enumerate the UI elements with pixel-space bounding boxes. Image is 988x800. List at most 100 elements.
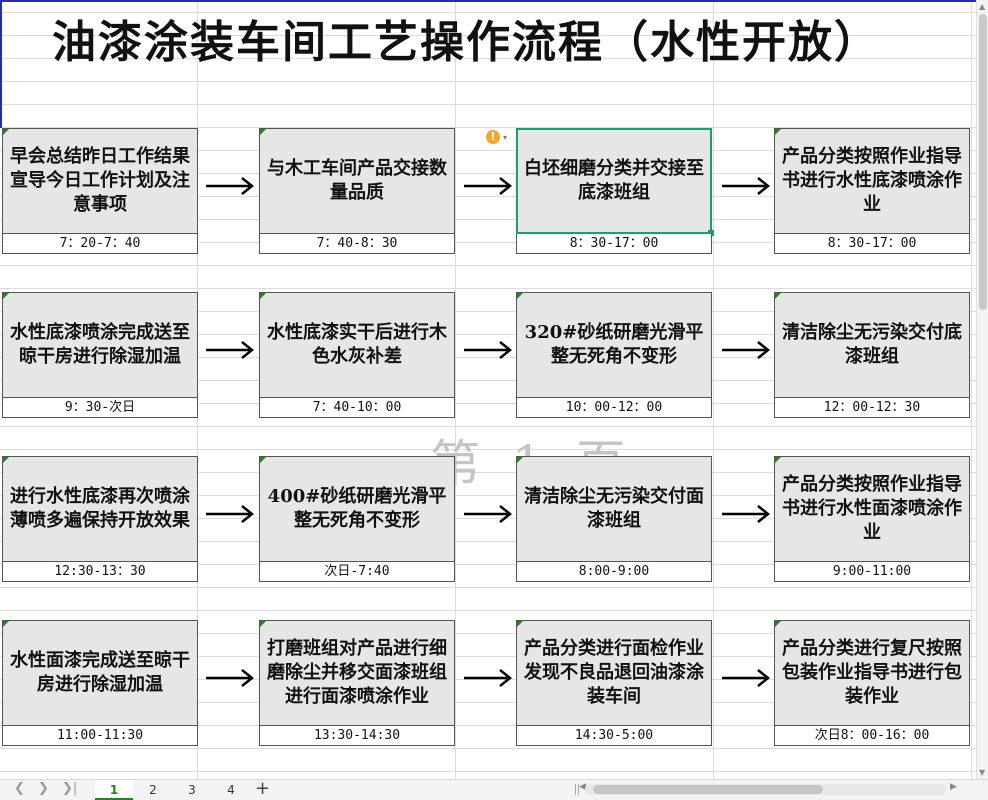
step-time-cell[interactable]: 12：00-12：30 [774, 398, 970, 418]
scroll-down-icon[interactable]: ▼ [979, 768, 986, 777]
right-arrow-icon [206, 341, 255, 359]
right-arrow-icon [464, 669, 513, 687]
step-time-cell[interactable]: 8：30-17：00 [516, 234, 712, 254]
right-arrow-icon [722, 177, 771, 195]
tab-splitter-handle[interactable] [575, 784, 579, 795]
comment-indicator-icon [775, 129, 781, 135]
vertical-scroll-thumb[interactable] [979, 14, 987, 310]
step-text: 产品分类进行复尺按照包装作业指导书进行包装作业 [782, 638, 962, 707]
step-text: 产品分类按照作业指导书进行水性面漆喷涂作业 [782, 474, 962, 543]
step-time-cell[interactable]: 7：20-7：40 [2, 234, 198, 254]
process-step-cell[interactable]: 清洁除尘无污染交付面漆班组 [516, 456, 712, 562]
comment-indicator-icon [517, 621, 523, 627]
sheet-tab-bar: ❮ ❯ ❯| 1 2 3 4 + ◀ ▶ [0, 778, 988, 800]
step-text: 水性面漆完成送至晾干房进行除湿加温 [10, 650, 190, 695]
step-text: 水性底漆喷涂完成送至晾干房进行除湿加温 [10, 322, 190, 367]
print-area-left-border [0, 0, 2, 128]
vertical-scrollbar[interactable]: ▲ ▼ [976, 0, 988, 779]
process-step-cell[interactable]: 与木工车间产品交接数量品质 [259, 128, 455, 234]
right-arrow-icon [722, 669, 771, 687]
step-time-cell[interactable]: 次日-7:40 [259, 562, 455, 582]
step-text: 与木工车间产品交接数量品质 [267, 158, 447, 203]
step-time-cell[interactable]: 次日8：00-16：00 [774, 726, 970, 746]
last-sheet-icon[interactable]: ❯| [62, 781, 78, 796]
process-step-cell[interactable]: 清洁除尘无污染交付底漆班组 [774, 292, 970, 398]
step-text: 清洁除尘无污染交付面漆班组 [524, 486, 704, 531]
spreadsheet-grid[interactable]: 油漆涂装车间工艺操作流程（水性开放） 第 1 页 ! ▾ 早会总结昨日工作结果宣… [0, 0, 976, 779]
right-arrow-icon [206, 505, 255, 523]
step-time-cell[interactable]: 9:00-11:00 [774, 562, 970, 582]
comment-indicator-icon [3, 129, 9, 135]
scroll-up-icon[interactable]: ▲ [979, 2, 986, 11]
step-time-cell[interactable]: 11:00-11:30 [2, 726, 198, 746]
process-step-cell[interactable]: 早会总结昨日工作结果宣导今日工作计划及注意事项 [2, 128, 198, 234]
step-text: 产品分类进行面检作业发现不良品退回油漆涂装车间 [524, 638, 704, 707]
comment-indicator-icon [260, 129, 266, 135]
step-text: 白坯细磨分类并交接至底漆班组 [524, 158, 704, 203]
step-time-cell[interactable]: 8:00-9:00 [516, 562, 712, 582]
step-text: 产品分类按照作业指导书进行水性底漆喷涂作业 [782, 146, 962, 215]
comment-indicator-icon [775, 457, 781, 463]
step-time-cell[interactable]: 7：40-8：30 [259, 234, 455, 254]
chevron-down-icon[interactable]: ▾ [503, 133, 508, 142]
comment-indicator-icon [260, 293, 266, 299]
process-step-cell[interactable]: 产品分类进行面检作业发现不良品退回油漆涂装车间 [516, 620, 712, 726]
process-step-cell[interactable]: 水性底漆喷涂完成送至晾干房进行除湿加温 [2, 292, 198, 398]
process-step-cell[interactable]: 进行水性底漆再次喷涂薄喷多遍保持开放效果 [2, 456, 198, 562]
right-arrow-icon [206, 669, 255, 687]
right-arrow-icon [464, 505, 513, 523]
comment-indicator-icon [260, 621, 266, 627]
next-sheet-icon[interactable]: ❯ [38, 781, 49, 796]
right-arrow-icon [464, 341, 513, 359]
scroll-left-icon[interactable]: ◀ [579, 782, 586, 792]
process-step-cell[interactable]: 产品分类进行复尺按照包装作业指导书进行包装作业 [774, 620, 970, 726]
fill-handle[interactable] [708, 230, 714, 236]
right-arrow-icon [722, 341, 771, 359]
step-text: 早会总结昨日工作结果宣导今日工作计划及注意事项 [10, 146, 190, 215]
sheet-tab-4[interactable]: 4 [227, 783, 235, 797]
step-text: 320#砂纸研磨光滑平整无死角不变形 [524, 322, 704, 367]
process-step-cell-selected[interactable]: 白坯细磨分类并交接至底漆班组 [516, 128, 714, 236]
step-text: 打磨班组对产品进行细磨除尘并移交面漆班组进行面漆喷涂作业 [267, 638, 447, 707]
comment-indicator-icon [517, 457, 523, 463]
step-time-cell[interactable]: 9：30-次日 [2, 398, 198, 418]
page-title: 油漆涂装车间工艺操作流程（水性开放） [52, 17, 880, 68]
horizontal-scroll-thumb[interactable] [593, 785, 823, 794]
right-arrow-icon [206, 177, 255, 195]
comment-indicator-icon [775, 621, 781, 627]
process-step-cell[interactable]: 320#砂纸研磨光滑平整无死角不变形 [516, 292, 712, 398]
step-time-cell[interactable]: 8：30-17：00 [774, 234, 970, 254]
step-time-cell[interactable]: 12:30-13：30 [2, 562, 198, 582]
right-arrow-icon [464, 177, 513, 195]
step-time-cell[interactable]: 14:30-5:00 [516, 726, 712, 746]
add-sheet-icon[interactable]: + [255, 778, 271, 799]
warning-icon[interactable]: ! [486, 130, 500, 144]
horizontal-scrollbar[interactable] [585, 784, 947, 795]
process-step-cell[interactable]: 400#砂纸研磨光滑平整无死角不变形 [259, 456, 455, 562]
comment-indicator-icon [3, 457, 9, 463]
comment-indicator-icon [3, 293, 9, 299]
sheet-tab-3[interactable]: 3 [188, 783, 196, 797]
step-text: 水性底漆实干后进行木色水灰补差 [267, 322, 447, 367]
process-step-cell[interactable]: 打磨班组对产品进行细磨除尘并移交面漆班组进行面漆喷涂作业 [259, 620, 455, 726]
step-time-cell[interactable]: 10：00-12：00 [516, 398, 712, 418]
step-text: 清洁除尘无污染交付底漆班组 [782, 322, 962, 367]
process-step-cell[interactable]: 水性底漆实干后进行木色水灰补差 [259, 292, 455, 398]
comment-indicator-icon [517, 293, 523, 299]
comment-indicator-icon [775, 293, 781, 299]
sheet-tab-2[interactable]: 2 [149, 783, 157, 797]
print-area-top-border [0, 0, 976, 2]
step-text: 进行水性底漆再次喷涂薄喷多遍保持开放效果 [10, 486, 190, 531]
process-step-cell[interactable]: 产品分类按照作业指导书进行水性面漆喷涂作业 [774, 456, 970, 562]
first-sheet-icon[interactable]: ❮ [14, 781, 25, 796]
process-step-cell[interactable]: 水性面漆完成送至晾干房进行除湿加温 [2, 620, 198, 726]
right-arrow-icon [722, 505, 771, 523]
process-step-cell[interactable]: 产品分类按照作业指导书进行水性底漆喷涂作业 [774, 128, 970, 234]
step-text: 400#砂纸研磨光滑平整无死角不变形 [267, 486, 447, 531]
comment-indicator-icon [3, 621, 9, 627]
step-time-cell[interactable]: 7：40-10：00 [259, 398, 455, 418]
sheet-tab-1[interactable]: 1 [95, 780, 133, 800]
step-time-cell[interactable]: 13:30-14:30 [259, 726, 455, 746]
scroll-right-icon[interactable]: ▶ [950, 782, 957, 792]
comment-indicator-icon [260, 457, 266, 463]
